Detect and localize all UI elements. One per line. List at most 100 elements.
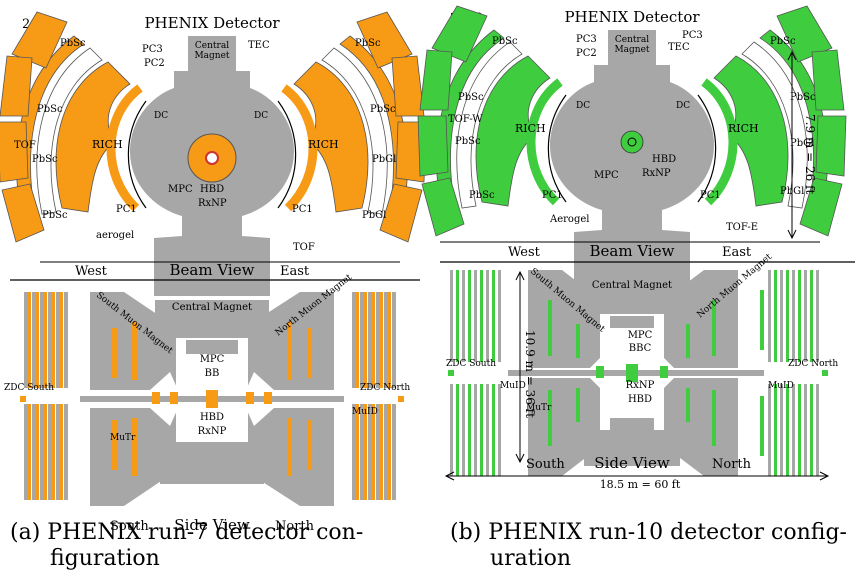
label-pc2-b: PC2	[576, 48, 597, 59]
label-tof-e: TOF	[293, 242, 315, 253]
label-dc-w-b: DC	[576, 101, 590, 111]
label-mpc: MPC	[168, 184, 193, 195]
label-pbsc-e2: PbSc	[370, 104, 396, 115]
label-tofw-b: TOF-W	[448, 114, 483, 125]
label-central-2: Magnet	[194, 51, 229, 61]
zdc-north-block	[398, 396, 404, 402]
label-pbsc-w3: PbSc	[32, 154, 58, 165]
muid-north-stack-b	[768, 270, 819, 476]
side-view-title-b: Side View	[594, 454, 670, 472]
label-pc1-e: PC1	[292, 204, 313, 215]
side-hbd-block	[206, 390, 218, 408]
label-central-1: Central	[195, 41, 229, 51]
detector-title: PHENIX Detector	[144, 14, 280, 32]
label-aerogel-b: Aerogel	[549, 214, 589, 225]
side-mutr: MuTr	[110, 433, 136, 443]
label-rxnp: RxNP	[198, 198, 227, 209]
label-pc1-e-b: PC1	[700, 190, 721, 201]
label-aerogel: aerogel	[96, 230, 134, 241]
side-central-magnet-b: Central Magnet	[592, 280, 672, 291]
label-tof: TOF	[14, 140, 36, 151]
side-bb: BB	[205, 368, 220, 379]
caption-b-line-1: (b) PHENIX run-10 detector config-	[450, 520, 847, 545]
side-north-b: North	[712, 457, 752, 472]
label-pbsc-e2-b: PbSc	[790, 92, 816, 103]
beam-view-drawing	[0, 11, 427, 296]
label-rich-e-b: RICH	[728, 122, 759, 135]
muid-south-stack	[24, 292, 68, 500]
side-bbc-b: BBC	[629, 343, 652, 354]
label-pbsc-w1-b: PbSc	[492, 36, 518, 47]
side-view-title: Side View	[174, 516, 250, 534]
side-zdc-south: ZDC South	[4, 383, 54, 393]
east-pbsc-1	[356, 11, 413, 69]
label-dc-w: DC	[154, 111, 168, 121]
label-pbsc-e1: PbSc	[355, 38, 381, 49]
side-height-dim-b: 10.9 m = 36 ft	[523, 330, 537, 418]
caption-b: (b) PHENIX run-10 detector config- urati…	[450, 520, 860, 572]
west-pbsc-3	[0, 121, 29, 183]
label-pbsc-w1: PbSc	[60, 38, 86, 49]
label-pc3: PC3	[142, 44, 163, 55]
label-rich-w-b: RICH	[515, 122, 546, 135]
label-mpc-b: MPC	[594, 170, 619, 181]
east-pbgl-2	[379, 183, 423, 243]
label-rich-e: RICH	[308, 138, 339, 151]
side-magnets-bottom	[90, 408, 334, 506]
side-hbd-b: HBD	[628, 394, 652, 405]
label-pbgl-e1: PbGl	[372, 154, 396, 165]
label-hbd: HBD	[200, 184, 224, 195]
caption-a-line-2: figuration	[50, 546, 160, 571]
label-rich-w: RICH	[92, 138, 123, 151]
side-zdc-north-b: ZDC North	[788, 359, 838, 369]
side-zdc-north: ZDC North	[360, 383, 410, 393]
detector-title-b: PHENIX Detector	[564, 8, 700, 26]
label-central-2-b: Magnet	[614, 45, 649, 55]
label-dc-e: DC	[254, 111, 268, 121]
muid-north-stack	[352, 292, 396, 500]
label-pbsc-w4: PbSc	[42, 210, 68, 221]
label-hbd-b: HBD	[652, 154, 676, 165]
beam-pipe	[205, 151, 219, 165]
label-pbgl-e1-b: PbGl	[790, 138, 814, 149]
label-tec: TEC	[248, 40, 270, 51]
panel-b-beam-view: 2010 PHENIX Detector PC3 PC2	[417, 5, 847, 290]
label-pc1-w-b: PC1	[542, 190, 563, 201]
label-pc3-e-b: PC3	[682, 30, 703, 41]
panel-a-side-view: Central Magnet South Muon Magnet North M…	[4, 272, 410, 534]
label-east-b: East	[722, 245, 752, 260]
label-east: East	[280, 264, 310, 279]
side-south: South	[110, 519, 149, 534]
label-beam-view-b: Beam View	[590, 242, 675, 260]
label-beam-view: Beam View	[170, 261, 255, 279]
side-central-magnet: Central Magnet	[172, 302, 252, 313]
label-pbsc-w2: PbSc	[37, 104, 63, 115]
label-pbgl-e2: PbGl	[362, 210, 386, 221]
zdc-south-block	[20, 396, 26, 402]
label-pc3-b: PC3	[576, 34, 597, 45]
side-south-b: South	[526, 457, 565, 472]
side-rxnp: RxNP	[198, 426, 227, 437]
side-muid-s-b: MuID	[500, 381, 526, 391]
west-pbsc-2	[0, 55, 33, 117]
muid-south-stack-b	[450, 270, 501, 476]
east-pbsc-2	[391, 55, 425, 117]
west-pbsc-4	[1, 183, 45, 243]
west-rich-b	[475, 55, 551, 207]
side-rxnp-b: RxNP	[626, 380, 655, 391]
west-rich	[55, 61, 131, 213]
label-central-1-b: Central	[615, 35, 649, 45]
west-pbsc-1	[11, 11, 68, 69]
side-muid: MuID	[352, 407, 378, 417]
side-muid-n-b: MuID	[768, 381, 794, 391]
side-width-dim-b: 18.5 m = 60 ft	[600, 478, 681, 491]
side-mutr-b: MuTr	[526, 403, 552, 413]
label-rxnp-b: RxNP	[642, 168, 671, 179]
label-tofe-b: TOF-E	[726, 222, 758, 233]
label-west-b: West	[508, 245, 541, 260]
label-pc1-w: PC1	[116, 204, 137, 215]
panel-b-side-view: Central Magnet South Muon Magnet North M…	[444, 252, 838, 491]
side-mpc: MPC	[200, 354, 225, 365]
label-pbsc-w2-b: PbSc	[458, 92, 484, 103]
